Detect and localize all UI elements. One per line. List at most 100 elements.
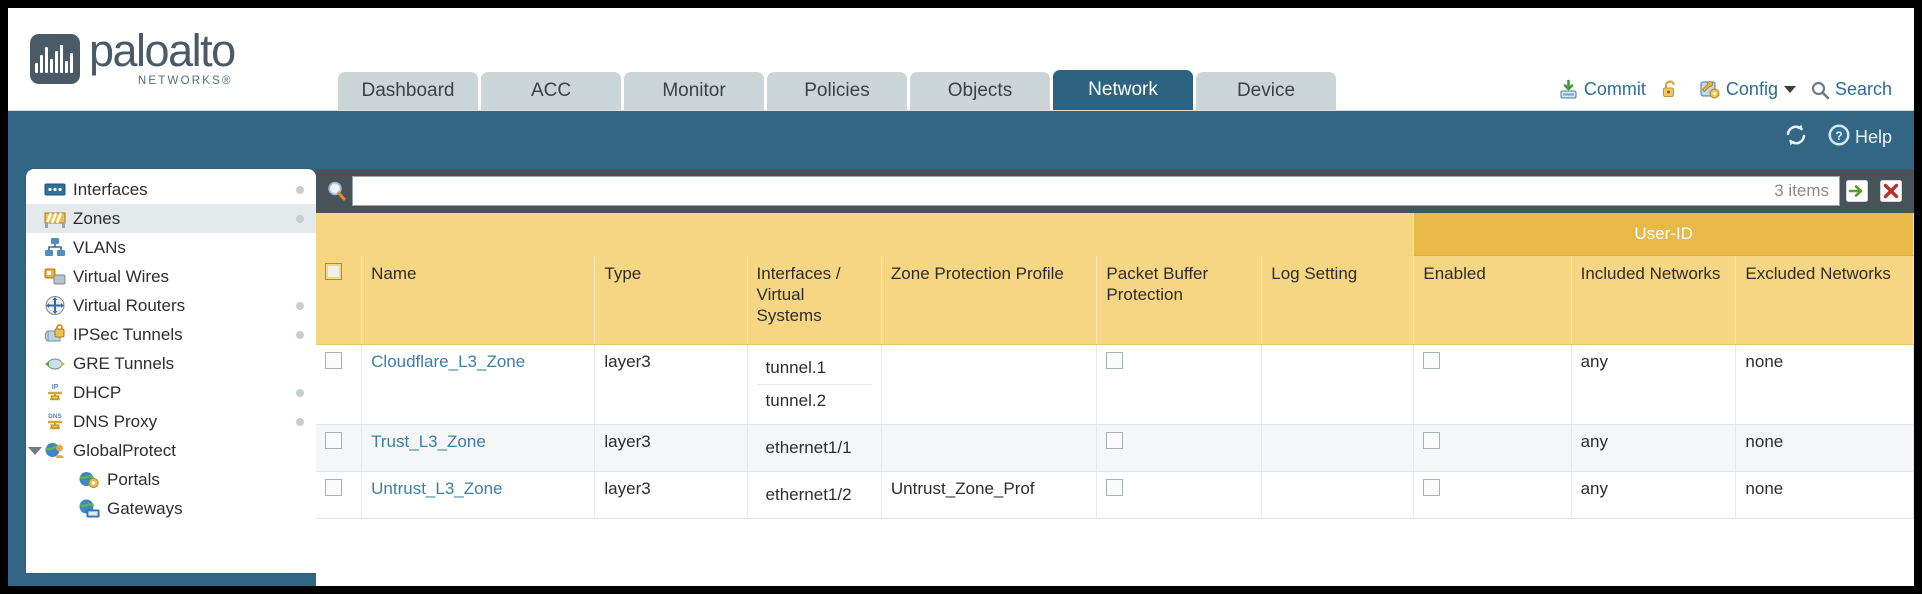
search-icon [1810,80,1830,100]
sidebar-item-portals[interactable]: Portals [26,465,316,494]
sidebar-item-vlans[interactable]: VLANs [26,233,316,262]
cell-name: Cloudflare_L3_Zone [361,344,596,425]
userid-enabled-checkbox[interactable] [1423,479,1441,496]
column-header-interfaces-virtual-systems[interactable]: Interfaces / Virtual Systems [747,255,882,345]
zones-content-panel: 3 items [316,169,1914,586]
tab-dashboard[interactable]: Dashboard [338,72,478,110]
column-header-packet-buffer-protection[interactable]: Packet Buffer Protection [1096,255,1263,345]
packet-buffer-protection-checkbox[interactable] [1106,479,1124,496]
sidebar-item-label: Zones [73,208,121,228]
expander-triangle-icon[interactable] [28,446,42,455]
group-header-row: User-ID [316,213,1914,256]
gre-tunnels-icon [44,354,66,374]
refresh-button[interactable] [1783,123,1809,152]
cell-userid-enabled [1413,344,1572,425]
select-all-header [316,255,363,345]
config-dropdown[interactable]: Config [1699,79,1796,100]
tab-objects[interactable]: Objects [910,72,1050,110]
cell-type: layer3 [594,471,748,519]
lock-button[interactable] [1660,79,1685,100]
column-header-log-setting[interactable]: Log Setting [1261,255,1415,345]
dhcp-icon: IP [44,383,66,403]
cell-packet-buffer-protection [1096,344,1263,425]
tab-network[interactable]: Network [1053,70,1193,110]
userid-enabled-checkbox[interactable] [1423,432,1441,449]
sidebar-item-label: Portals [107,469,160,489]
status-dot-icon [296,417,304,426]
cell-excluded-networks: none [1735,344,1914,425]
row-select-checkbox[interactable] [325,479,342,496]
column-header-type[interactable]: Type [594,255,748,345]
select-all-checkbox[interactable] [325,262,342,280]
row-select-checkbox[interactable] [325,352,342,369]
refresh-icon [1783,123,1809,152]
filter-search-icon[interactable] [322,180,352,202]
column-header-included-networks[interactable]: Included Networks [1571,255,1737,345]
interface-entry: tunnel.2 [765,391,827,410]
cell-zone-protection-profile [881,424,1098,472]
tab-device[interactable]: Device [1196,72,1336,110]
zone-name-link[interactable]: Cloudflare_L3_Zone [371,352,526,371]
tab-label: Policies [804,80,870,101]
cell-packet-buffer-protection [1096,424,1263,472]
tab-policies[interactable]: Policies [767,72,907,110]
packet-buffer-protection-checkbox[interactable] [1106,432,1124,449]
column-header-name[interactable]: Name [361,255,596,345]
row-select-checkbox[interactable] [325,432,342,449]
cell-type: layer3 [594,344,748,425]
sidebar-item-interfaces[interactable]: Interfaces [26,175,316,204]
sidebar-item-ipsec-tunnels[interactable]: IPSec Tunnels [26,320,316,349]
clear-filter-button[interactable] [1874,179,1908,203]
cell-name: Trust_L3_Zone [361,424,596,472]
brand-name: paloalto [89,25,236,76]
cell-included-networks: any [1571,471,1737,519]
tab-label: Network [1088,79,1158,100]
commit-button[interactable]: Commit [1558,79,1646,100]
help-icon: ? [1827,123,1851,152]
tab-label: Objects [947,80,1013,101]
status-dot-icon [296,185,304,194]
sidebar-item-zones[interactable]: Zones [26,204,316,233]
sidebar-item-label: Virtual Routers [73,295,186,315]
row-select-cell [316,344,363,425]
status-dot-icon [296,330,304,339]
filter-search-input[interactable]: 3 items [352,176,1840,206]
item-count: 3 items [1774,181,1829,200]
sidebar-item-globalprotect[interactable]: GlobalProtect [26,436,316,465]
sidebar-item-virtual-routers[interactable]: Virtual Routers [26,291,316,320]
help-button[interactable]: ? Help [1827,123,1892,152]
column-header-excluded-networks[interactable]: Excluded Networks [1735,255,1914,345]
tab-acc[interactable]: ACC [481,72,621,110]
cell-zone-protection-profile [881,344,1098,425]
virtual-routers-icon [44,296,66,316]
sidebar-item-virtual-wires[interactable]: Virtual Wires [26,262,316,291]
column-header-enabled[interactable]: Enabled [1413,255,1572,345]
user-id-group-header: User-ID [1413,213,1914,256]
cell-log-setting [1261,424,1415,472]
cell-excluded-networks: none [1735,424,1914,472]
packet-buffer-protection-checkbox[interactable] [1106,352,1124,369]
interface-entry: tunnel.1 [756,352,872,385]
interfaces-icon [44,180,66,200]
column-header-zone-protection-profile[interactable]: Zone Protection Profile [881,255,1098,345]
sub-header-band: ? Help [8,111,1914,169]
sidebar-item-gre-tunnels[interactable]: GRE Tunnels [26,349,316,378]
zone-name-link[interactable]: Untrust_L3_Zone [371,479,503,498]
tab-monitor[interactable]: Monitor [624,72,764,110]
status-dot-icon [296,301,304,310]
cell-excluded-networks: none [1735,471,1914,519]
cell-log-setting [1261,471,1415,519]
userid-enabled-checkbox[interactable] [1423,352,1441,369]
search-button[interactable]: Search [1810,79,1892,100]
config-icon [1699,79,1721,100]
sidebar-item-label: IPSec Tunnels [73,324,183,344]
apply-filter-button[interactable] [1840,179,1874,203]
sidebar-item-gateways[interactable]: Gateways [26,494,316,523]
zone-name-link[interactable]: Trust_L3_Zone [371,432,486,451]
